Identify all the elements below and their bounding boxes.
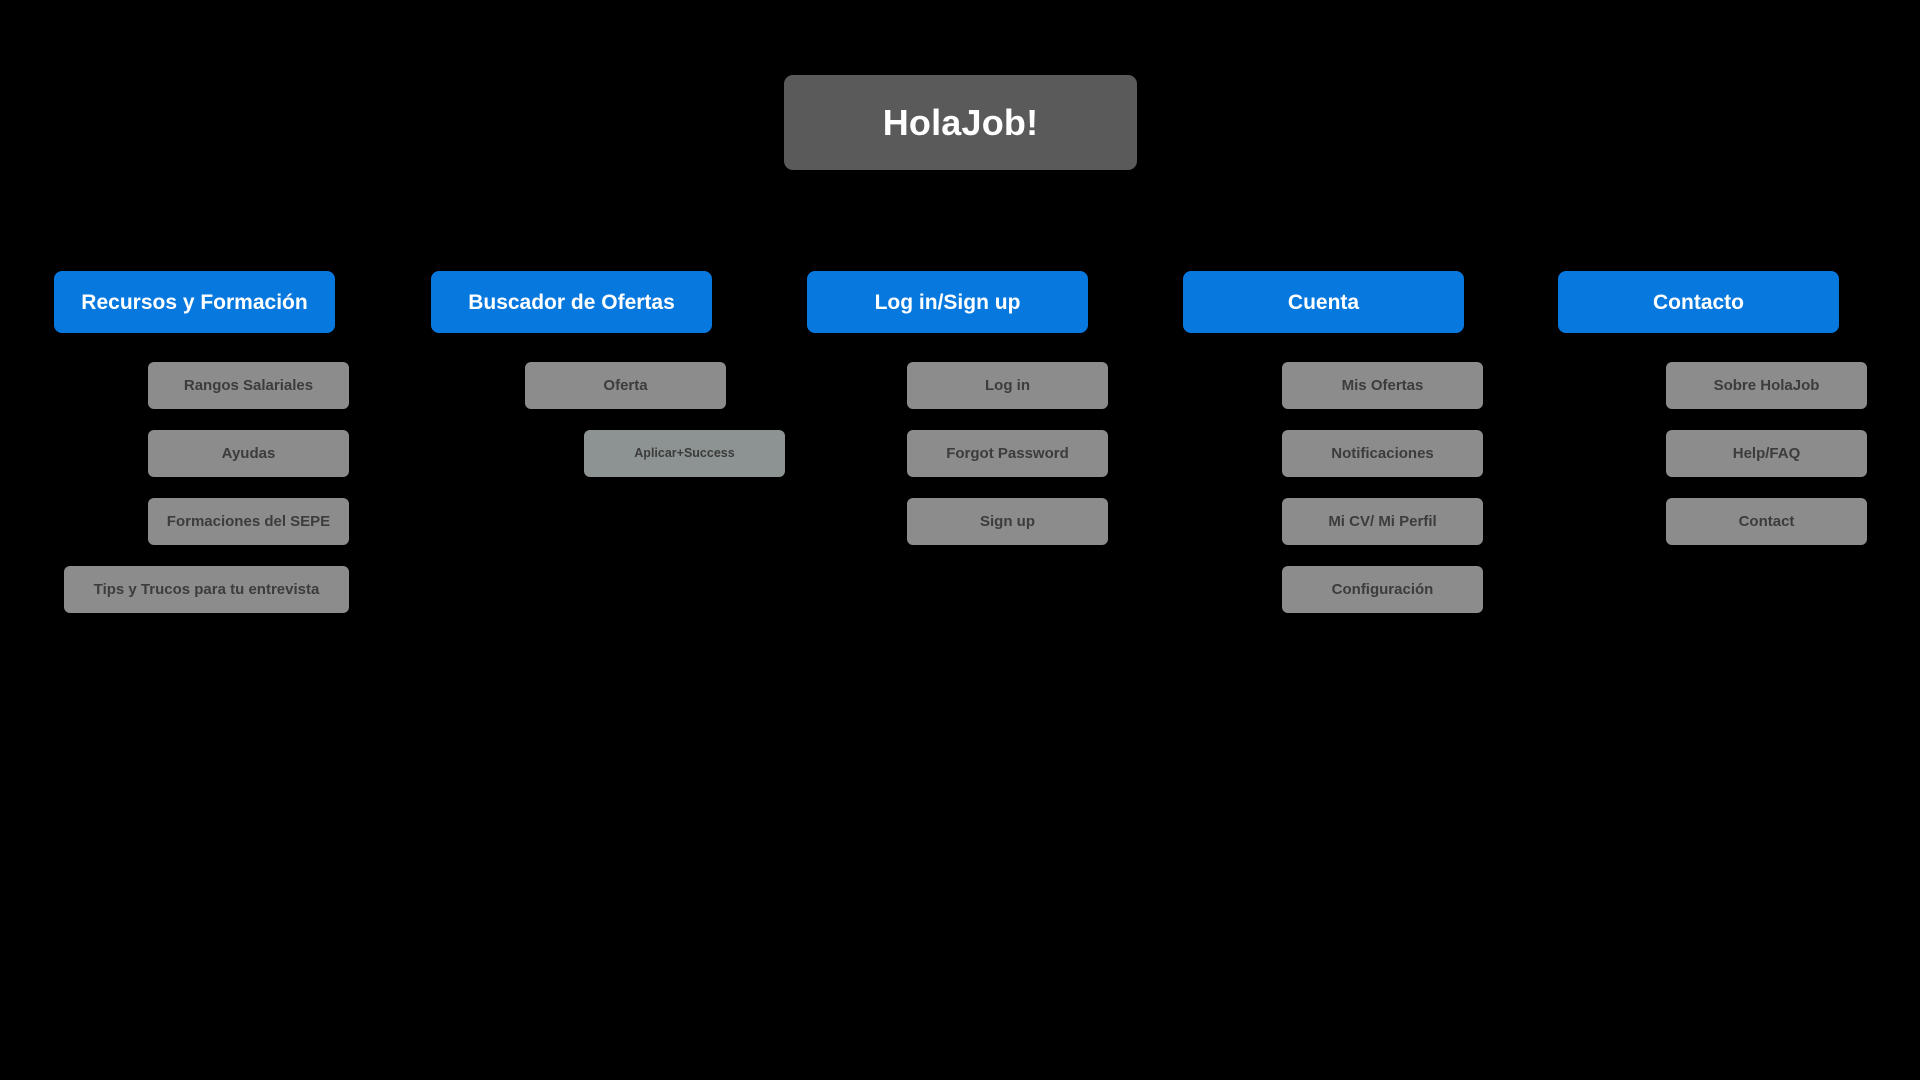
sitemap-node-label: Sign up (980, 513, 1035, 530)
sitemap-node[interactable]: Forgot Password (907, 430, 1108, 477)
sitemap-node-label: Mi CV/ Mi Perfil (1328, 513, 1437, 530)
sitemap-node-label: Ayudas (221, 445, 276, 462)
column-header-cuenta[interactable]: Cuenta (1183, 271, 1464, 333)
sitemap-node[interactable]: Mis Ofertas (1282, 362, 1483, 409)
sitemap-node-label: Mis Ofertas (1341, 377, 1424, 394)
column-header-label: Log in/Sign up (874, 290, 1021, 314)
sitemap-node-label: Contact (1738, 513, 1795, 530)
sitemap-node-label: Sobre HolaJob (1713, 377, 1820, 394)
sitemap-node-label: Configuración (1331, 581, 1434, 598)
column-header-contacto[interactable]: Contacto (1558, 271, 1839, 333)
sitemap-node[interactable]: Formaciones del SEPE (148, 498, 349, 545)
sitemap-node[interactable]: Oferta (525, 362, 726, 409)
sitemap-node-label: Tips y Trucos para tu entrevista (93, 581, 320, 598)
sitemap-node[interactable]: Notificaciones (1282, 430, 1483, 477)
sitemap-node-label: Formaciones del SEPE (166, 513, 331, 530)
column-header-buscador-de-ofertas[interactable]: Buscador de Ofertas (431, 271, 712, 333)
sitemap-node[interactable]: Rangos Salariales (148, 362, 349, 409)
sitemap-node[interactable]: Ayudas (148, 430, 349, 477)
column-header-log-in-sign-up[interactable]: Log in/Sign up (807, 271, 1088, 333)
column-header-recursos-y-formacion[interactable]: Recursos y Formación (54, 271, 335, 333)
sitemap-node[interactable]: Tips y Trucos para tu entrevista (64, 566, 349, 613)
sitemap-node-label: Oferta (603, 377, 648, 394)
sitemap-node-label: Rangos Salariales (183, 377, 314, 394)
sitemap-node[interactable]: Configuración (1282, 566, 1483, 613)
column-header-label: Recursos y Formación (81, 290, 308, 314)
sitemap-node-label: Forgot Password (946, 445, 1069, 462)
sitemap-node[interactable]: Sign up (907, 498, 1108, 545)
sitemap-node-label: Aplicar+Success (634, 446, 735, 461)
sitemap-node[interactable]: Contact (1666, 498, 1867, 545)
sitemap-node-label: Help/FAQ (1732, 445, 1801, 462)
column-header-label: Buscador de Ofertas (468, 290, 675, 314)
sitemap-node-label: Log in (985, 377, 1030, 394)
site-title-node[interactable]: HolaJob! (784, 75, 1137, 170)
sitemap-node[interactable]: Help/FAQ (1666, 430, 1867, 477)
sitemap-node-label: Notificaciones (1331, 445, 1434, 462)
sitemap-node[interactable]: Sobre HolaJob (1666, 362, 1867, 409)
sitemap-node[interactable]: Aplicar+Success (584, 430, 785, 477)
site-title-label: HolaJob! (882, 101, 1039, 143)
sitemap-node[interactable]: Mi CV/ Mi Perfil (1282, 498, 1483, 545)
column-header-label: Contacto (1653, 290, 1744, 314)
sitemap-node[interactable]: Log in (907, 362, 1108, 409)
column-header-label: Cuenta (1287, 290, 1360, 314)
